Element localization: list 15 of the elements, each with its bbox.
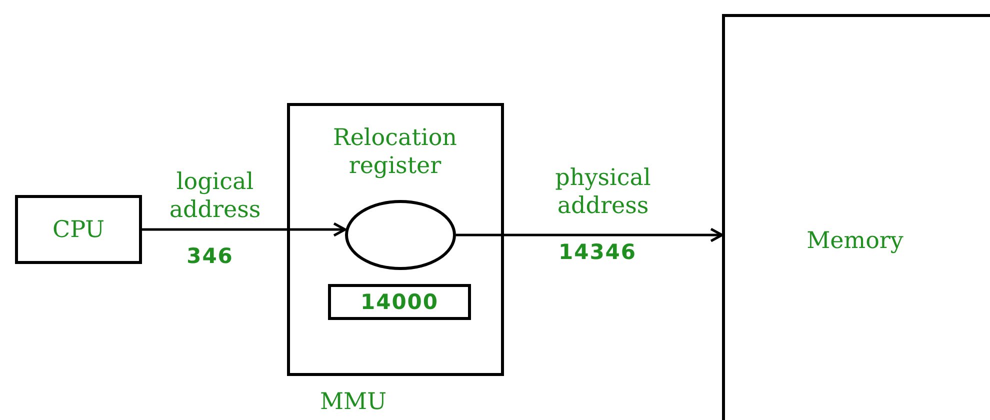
node-label: Relocation register: [332, 124, 458, 180]
block-box: [722, 14, 990, 420]
address-value: 14346: [557, 239, 638, 266]
arrow: [456, 228, 724, 242]
arrow: [142, 222, 346, 237]
circle-node: [345, 200, 456, 270]
block-box: [15, 195, 142, 264]
node-label: 14000: [359, 289, 440, 316]
node-label: Memory: [806, 227, 904, 255]
register-value-box: [328, 284, 471, 320]
unit-label: MMU: [320, 388, 386, 416]
node-label: CPU: [51, 216, 106, 244]
edge-label: physical address: [554, 164, 652, 220]
address-value: 346: [186, 243, 234, 270]
edge-label: logical address: [168, 168, 262, 224]
